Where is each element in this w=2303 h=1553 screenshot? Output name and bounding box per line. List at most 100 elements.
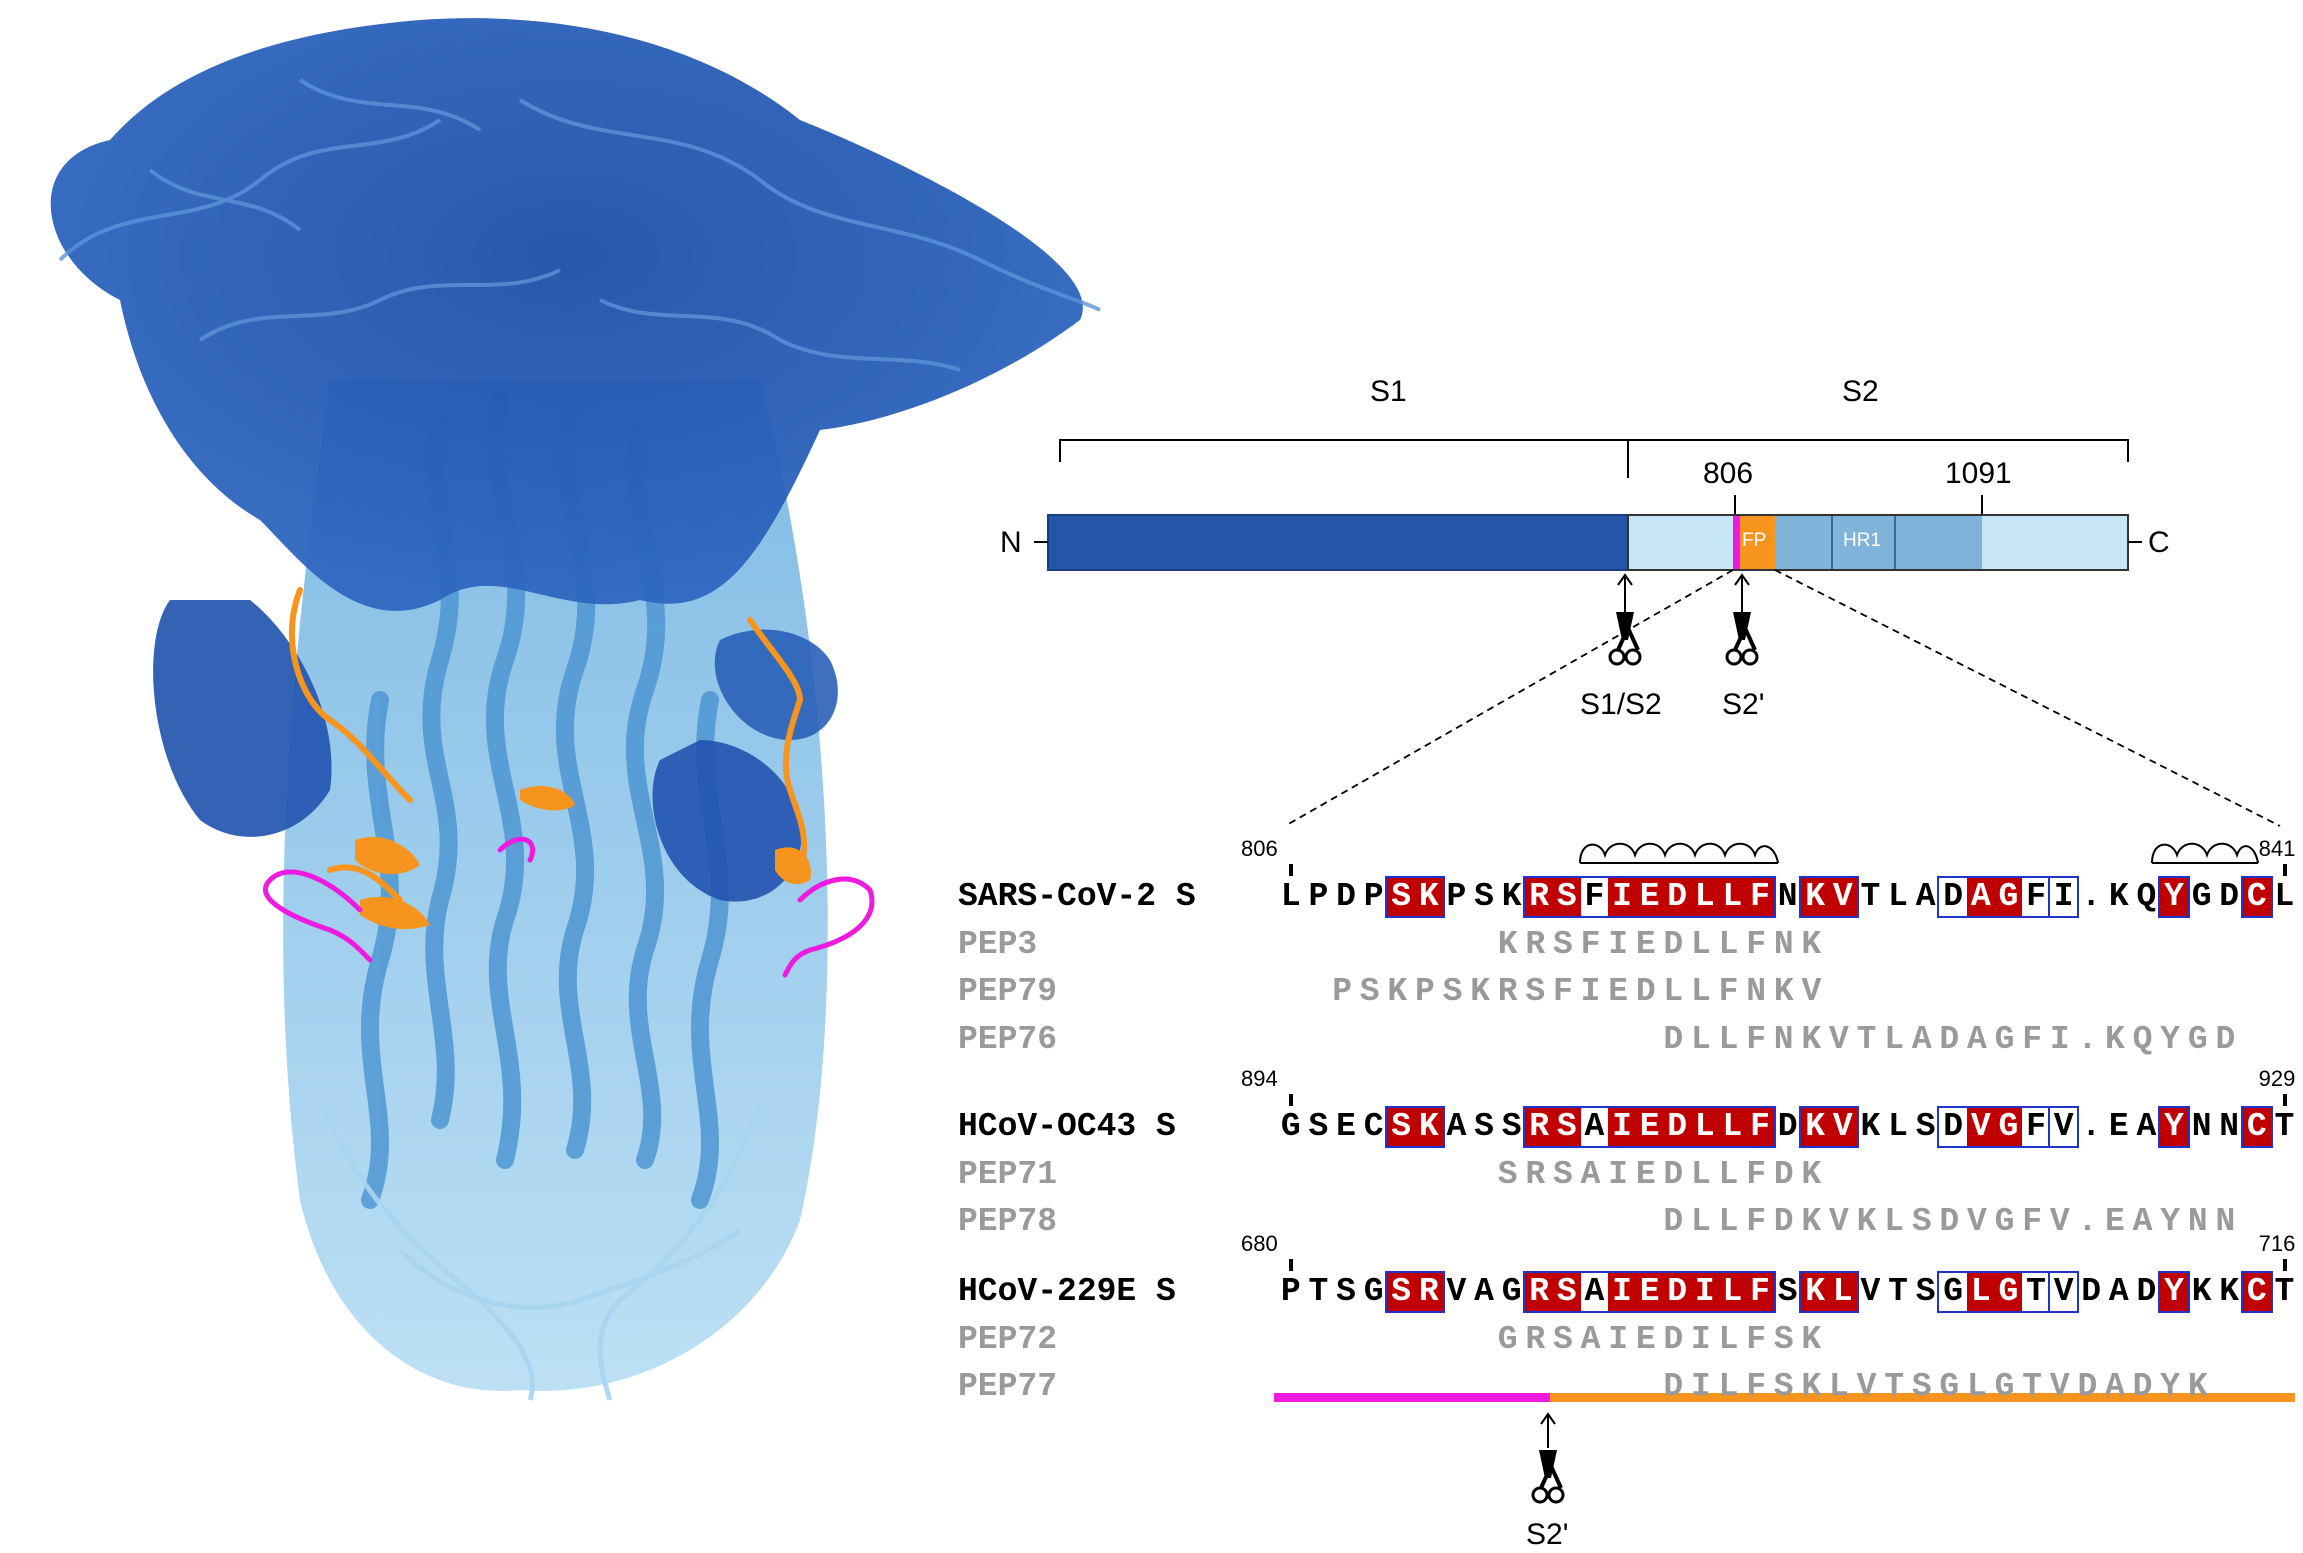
s1-label: S1 — [1370, 375, 1407, 408]
start-tick — [1289, 1094, 1293, 1106]
residue: K — [1801, 878, 1829, 916]
residue: G — [1280, 1108, 1301, 1145]
residue: Y — [2160, 1108, 2188, 1146]
similarity-box — [1523, 1271, 1776, 1313]
residue: L — [1718, 878, 1747, 916]
residue: F — [2026, 1108, 2046, 1145]
c-terminus-label: C — [2148, 526, 2170, 559]
residue: K — [1801, 1273, 1829, 1311]
residue: I — [1608, 1108, 1636, 1146]
residue: V — [1446, 1273, 1467, 1310]
residue: S — [1387, 1273, 1415, 1311]
residue: L — [1718, 1108, 1747, 1146]
residue: G — [1363, 1273, 1384, 1310]
residue: N — [2191, 1108, 2212, 1145]
sequence-name: SARS-CoV-2 S — [958, 878, 1196, 915]
residue: D — [1663, 1273, 1691, 1311]
peptide-sequence: DLLFDKVKLSDVGFV.EAYNN — [1663, 1203, 2244, 1240]
peptide-sequence: KRSFIEDLLFNK — [1497, 925, 1830, 963]
similarity-box — [1799, 876, 1859, 918]
residue: D — [1663, 878, 1691, 916]
residue: K — [2191, 1273, 2212, 1310]
residue: I — [2053, 878, 2074, 915]
residue: T — [1308, 1273, 1329, 1310]
residue: K — [1501, 878, 1522, 915]
residue: S — [1474, 1108, 1494, 1145]
residue: K — [1415, 1108, 1443, 1146]
residue: S — [1553, 1273, 1581, 1311]
start-tick — [1289, 1259, 1293, 1271]
end-tick — [2282, 1094, 2287, 1106]
residue: T — [2026, 1273, 2046, 1310]
fusion-peptide-label: FP — [1742, 530, 1767, 551]
residue: T — [1860, 878, 1881, 915]
residue: F — [2026, 878, 2046, 915]
residue: F — [1746, 1273, 1774, 1311]
residue: L — [1888, 878, 1908, 915]
residue: A — [1474, 1273, 1494, 1310]
residue: F — [1746, 878, 1774, 916]
residue: T — [2274, 1273, 2295, 1310]
residue: I — [1608, 878, 1636, 916]
residue: L — [1967, 1273, 1995, 1311]
residue: I — [1691, 1273, 1719, 1311]
residue: S — [1501, 1108, 1522, 1145]
peptide-sequence: DLLFNKVTLADAGFI.KQYGD — [1663, 1020, 2244, 1058]
similarity-box — [2241, 876, 2273, 918]
pos-1091-label: 1091 — [1945, 457, 2012, 490]
residue: D — [1336, 878, 1356, 915]
residue: R — [1415, 1273, 1443, 1311]
sequence-name: HCoV-229E S — [958, 1273, 1176, 1310]
hr1-label: HR1 — [1843, 530, 1882, 551]
n-terminus-label: N — [1000, 526, 1022, 559]
residue: K — [1860, 1108, 1881, 1145]
peptide-name: PEP3 — [958, 925, 1038, 963]
residue: S — [1308, 1108, 1329, 1145]
residue: F — [1584, 878, 1605, 915]
similarity-box — [1799, 1271, 1859, 1313]
residue: L — [1718, 1273, 1747, 1311]
residue: C — [2243, 878, 2271, 916]
residue: V — [1829, 1108, 1857, 1146]
residue: G — [2191, 878, 2212, 915]
peptide-name: PEP72 — [958, 1320, 1058, 1358]
residue: V — [1860, 1273, 1881, 1310]
residue: L — [1829, 1273, 1857, 1311]
residue: L — [1691, 1108, 1719, 1146]
residue: L — [1280, 878, 1301, 915]
residue: D — [1777, 1108, 1798, 1145]
residue: E — [1635, 1273, 1664, 1311]
s2-label: S2 — [1842, 375, 1879, 408]
end-tick — [2282, 864, 2287, 876]
bottom-s2prime-label: S2' — [1526, 1518, 1569, 1551]
residue: . — [2081, 1108, 2102, 1145]
similarity-box — [1385, 1106, 1445, 1148]
residue: D — [1943, 878, 1964, 915]
residue: K — [1415, 878, 1443, 916]
similarity-box — [2158, 1106, 2190, 1148]
residue: S — [1553, 1108, 1581, 1146]
residue: D — [2081, 1273, 2102, 1310]
residue: P — [1308, 878, 1329, 915]
peptide-sequence: DILFSKLVTSGLGTVDADYK — [1663, 1368, 2216, 1405]
similarity-box — [2241, 1106, 2273, 1148]
s2prime-cleavage-label: S2' — [1722, 688, 1765, 721]
similarity-box — [2158, 876, 2190, 918]
residue: Y — [2160, 878, 2188, 916]
residue: V — [1829, 878, 1857, 916]
residue: S — [1553, 878, 1581, 916]
residue: A — [1584, 1273, 1605, 1310]
spike-trimer-structure — [50, 18, 1101, 1401]
residue: V — [2053, 1273, 2074, 1310]
peptide-sequence: SRSAIEDLLFDK — [1497, 1155, 1830, 1193]
start-position: 806 — [1241, 836, 1278, 861]
residue: T — [2274, 1108, 2295, 1145]
residue: D — [1663, 1108, 1691, 1146]
residue: G — [1943, 1273, 1964, 1310]
similarity-box — [2158, 1271, 2190, 1313]
residue: L — [1691, 878, 1719, 916]
residue: C — [2243, 1108, 2271, 1146]
start-position: 680 — [1241, 1231, 1278, 1256]
residue: L — [2274, 878, 2295, 915]
